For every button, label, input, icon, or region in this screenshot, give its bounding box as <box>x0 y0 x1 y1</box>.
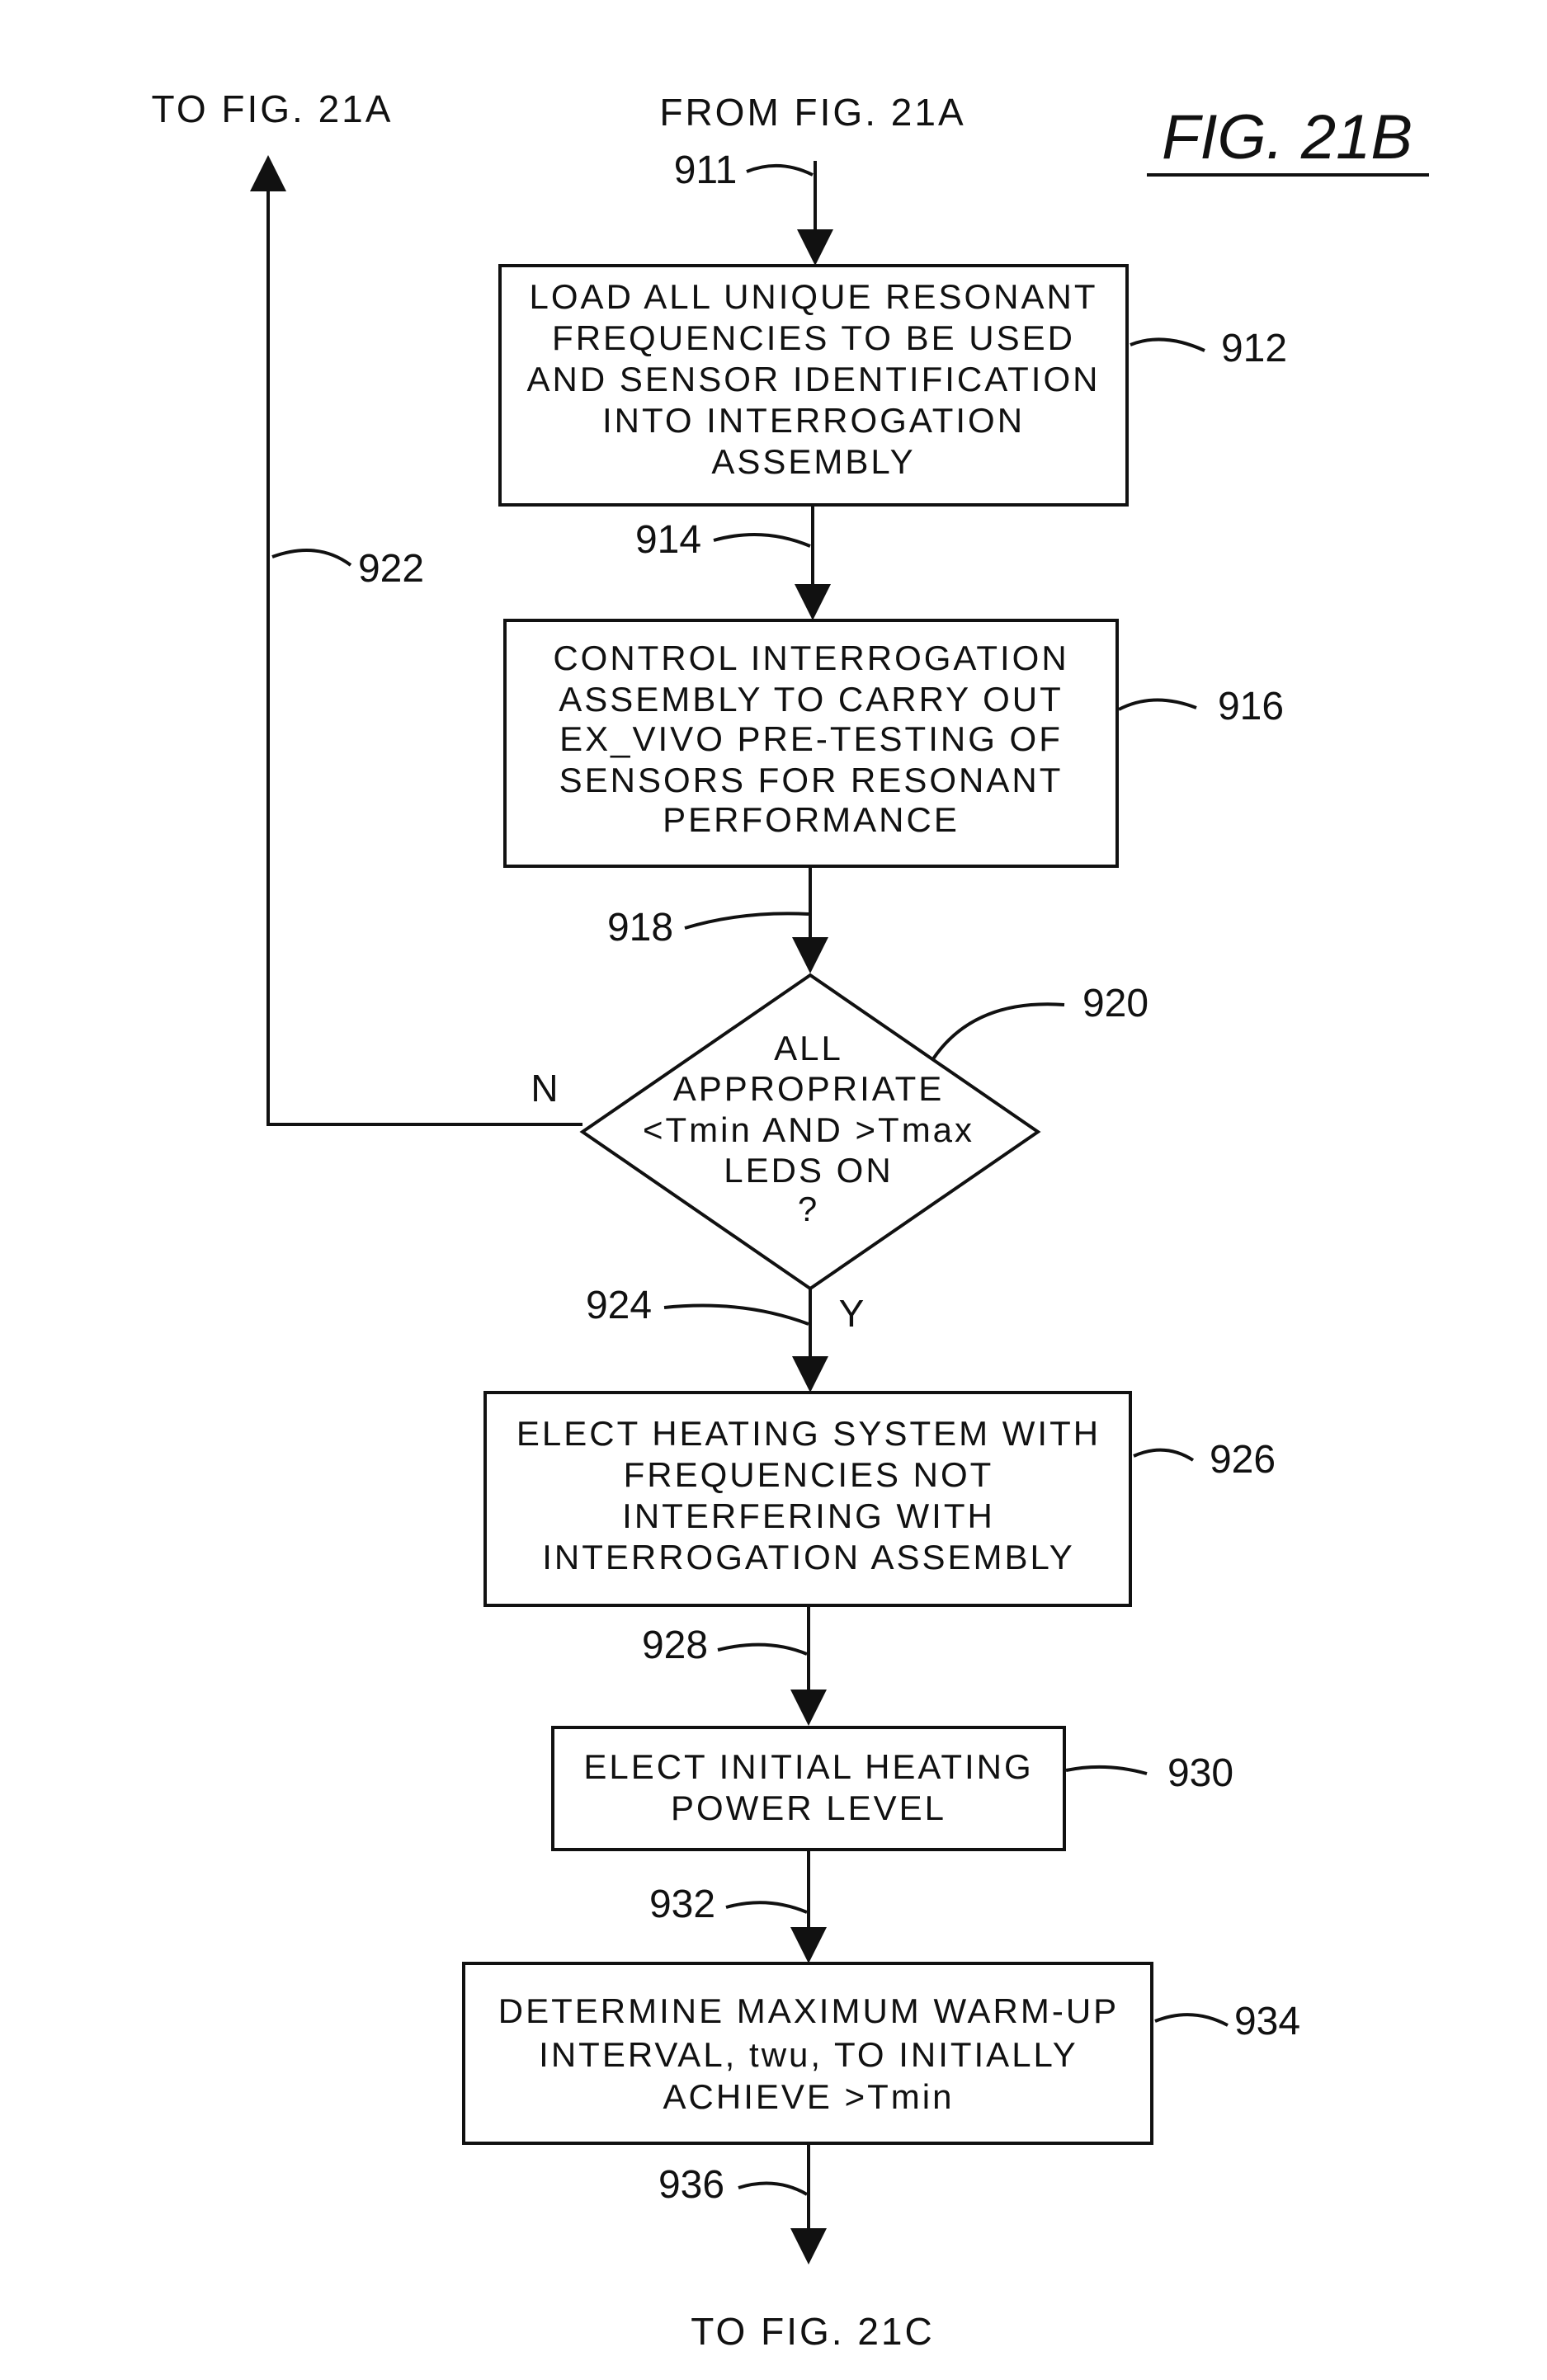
figure-title-group: FIG. 21B <box>1147 102 1429 175</box>
step-916-line-1: CONTROL INTERROGATION <box>553 639 1068 677</box>
ref-930: 930 <box>1167 1751 1233 1795</box>
step-912-line-5: ASSEMBLY <box>711 442 915 481</box>
step-912: LOAD ALL UNIQUE RESONANT FREQUENCIES TO … <box>500 266 1287 505</box>
arrow-911: 911 <box>674 148 833 266</box>
ref-936: 936 <box>658 2163 724 2207</box>
decision-line-5: ? <box>798 1190 819 1228</box>
step-912-line-2: FREQUENCIES TO BE USED <box>552 318 1075 357</box>
step-916: CONTROL INTERROGATION ASSEMBLY TO CARRY … <box>505 620 1284 866</box>
step-934-line-3: ACHIEVE >Tmin <box>663 2077 955 2116</box>
step-926: ELECT HEATING SYSTEM WITH FREQUENCIES NO… <box>485 1393 1276 1605</box>
step-916-line-3: EX_VIVO PRE-TESTING OF <box>559 719 1063 758</box>
decision-line-1: ALL <box>774 1029 843 1067</box>
step-912-line-1: LOAD ALL UNIQUE RESONANT <box>530 277 1098 316</box>
arrow-924: 924 <box>586 1284 828 1393</box>
decision-line-3: <Tmin AND >Tmax <box>643 1110 974 1149</box>
ref-922: 922 <box>358 547 424 591</box>
arrow-928: 928 <box>642 1605 827 1726</box>
ref-928: 928 <box>642 1624 708 1667</box>
figure-title: FIG. 21B <box>1162 102 1413 172</box>
arrow-914: 914 <box>635 505 831 620</box>
ref-911: 911 <box>674 148 738 192</box>
decision-no-label: N <box>531 1067 558 1110</box>
step-926-line-2: FREQUENCIES NOT <box>624 1455 994 1494</box>
step-934: DETERMINE MAXIMUM WARM-UP INTERVAL, twu,… <box>464 1963 1300 2143</box>
step-916-line-2: ASSEMBLY TO CARRY OUT <box>559 680 1064 719</box>
step-926-line-4: INTERROGATION ASSEMBLY <box>542 1538 1075 1576</box>
connector-from-fig-21a: FROM FIG. 21A <box>659 91 965 134</box>
ref-916: 916 <box>1218 685 1284 728</box>
decision-yes-label: Y <box>839 1292 865 1335</box>
ref-918: 918 <box>607 906 673 950</box>
ref-926: 926 <box>1210 1438 1276 1482</box>
connector-to-fig-21c: TO FIG. 21C <box>691 2310 934 2353</box>
connector-to-fig-21a: TO FIG. 21A <box>152 87 394 130</box>
step-934-line-2: INTERVAL, twu, TO INITIALLY <box>539 2035 1078 2074</box>
step-930: ELECT INITIAL HEATING POWER LEVEL 930 <box>553 1727 1233 1850</box>
decision-line-4: LEDS ON <box>724 1151 893 1190</box>
arrow-918: 918 <box>607 866 828 973</box>
decision-line-2: APPROPRIATE <box>673 1069 945 1108</box>
step-916-line-4: SENSORS FOR RESONANT <box>559 761 1064 799</box>
step-912-line-4: INTO INTERROGATION <box>602 401 1025 440</box>
ref-920: 920 <box>1082 982 1148 1025</box>
step-916-line-5: PERFORMANCE <box>663 800 960 839</box>
step-930-line-1: ELECT INITIAL HEATING <box>583 1747 1033 1786</box>
step-930-line-2: POWER LEVEL <box>671 1789 946 1827</box>
arrow-932: 932 <box>649 1850 827 1963</box>
decision-920: ALL APPROPRIATE <Tmin AND >Tmax LEDS ON … <box>531 975 1148 1335</box>
step-934-line-1: DETERMINE MAXIMUM WARM-UP <box>498 1991 1119 2030</box>
ref-914: 914 <box>635 518 701 562</box>
step-926-line-3: INTERFERING WITH <box>622 1496 995 1535</box>
ref-924: 924 <box>586 1284 652 1327</box>
ref-934: 934 <box>1234 2000 1300 2043</box>
arrow-936: 936 <box>658 2143 827 2265</box>
ref-932: 932 <box>649 1883 715 1926</box>
ref-912: 912 <box>1221 327 1287 370</box>
step-926-line-1: ELECT HEATING SYSTEM WITH <box>516 1414 1101 1453</box>
step-912-line-3: AND SENSOR IDENTIFICATION <box>527 360 1101 398</box>
